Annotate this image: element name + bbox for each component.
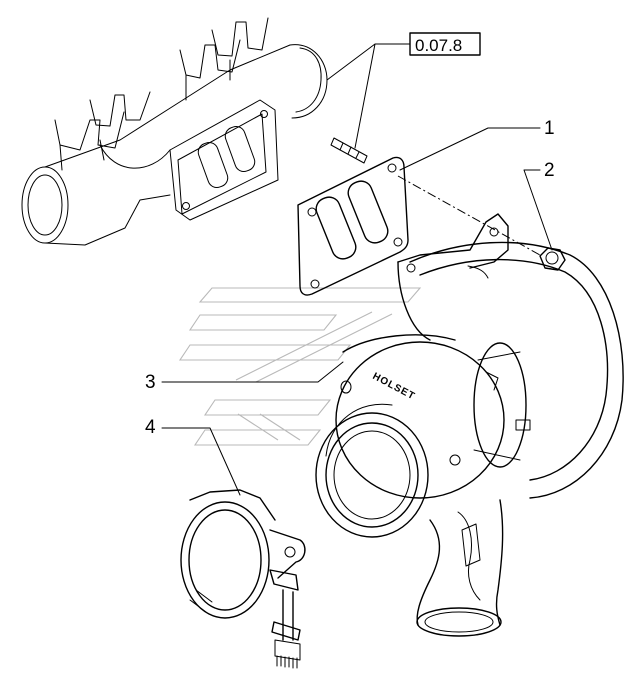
- exhaust-manifold: [21, 17, 328, 246]
- callout-3-leader: [161, 361, 344, 383]
- reference-leader: [326, 43, 411, 149]
- flange-gasket: [297, 156, 409, 296]
- turbo-brand-text: HOLSET: [371, 371, 417, 403]
- alignment-centerline: [397, 175, 541, 256]
- callout-2: 2: [523, 160, 555, 251]
- callout-4-leader: [161, 427, 241, 496]
- callout-2-number: 2: [544, 160, 555, 181]
- callout-3-number: 3: [145, 372, 156, 393]
- reference-label: 0.07.8: [415, 36, 462, 55]
- callout-3: 3: [145, 361, 344, 393]
- callout-4-number: 4: [145, 417, 156, 438]
- callout-1-number: 1: [544, 118, 555, 139]
- callout-1-leader: [399, 127, 541, 171]
- callout-4: 4: [145, 417, 241, 496]
- watermark-logo: [178, 287, 422, 446]
- stud: [330, 137, 368, 164]
- callout-2-leader: [523, 169, 553, 251]
- v-band-clamp: [180, 489, 306, 669]
- callout-1: 1: [399, 118, 555, 171]
- reference-box: 0.07.8: [326, 32, 481, 149]
- turbocharger: HOLSET: [315, 213, 624, 637]
